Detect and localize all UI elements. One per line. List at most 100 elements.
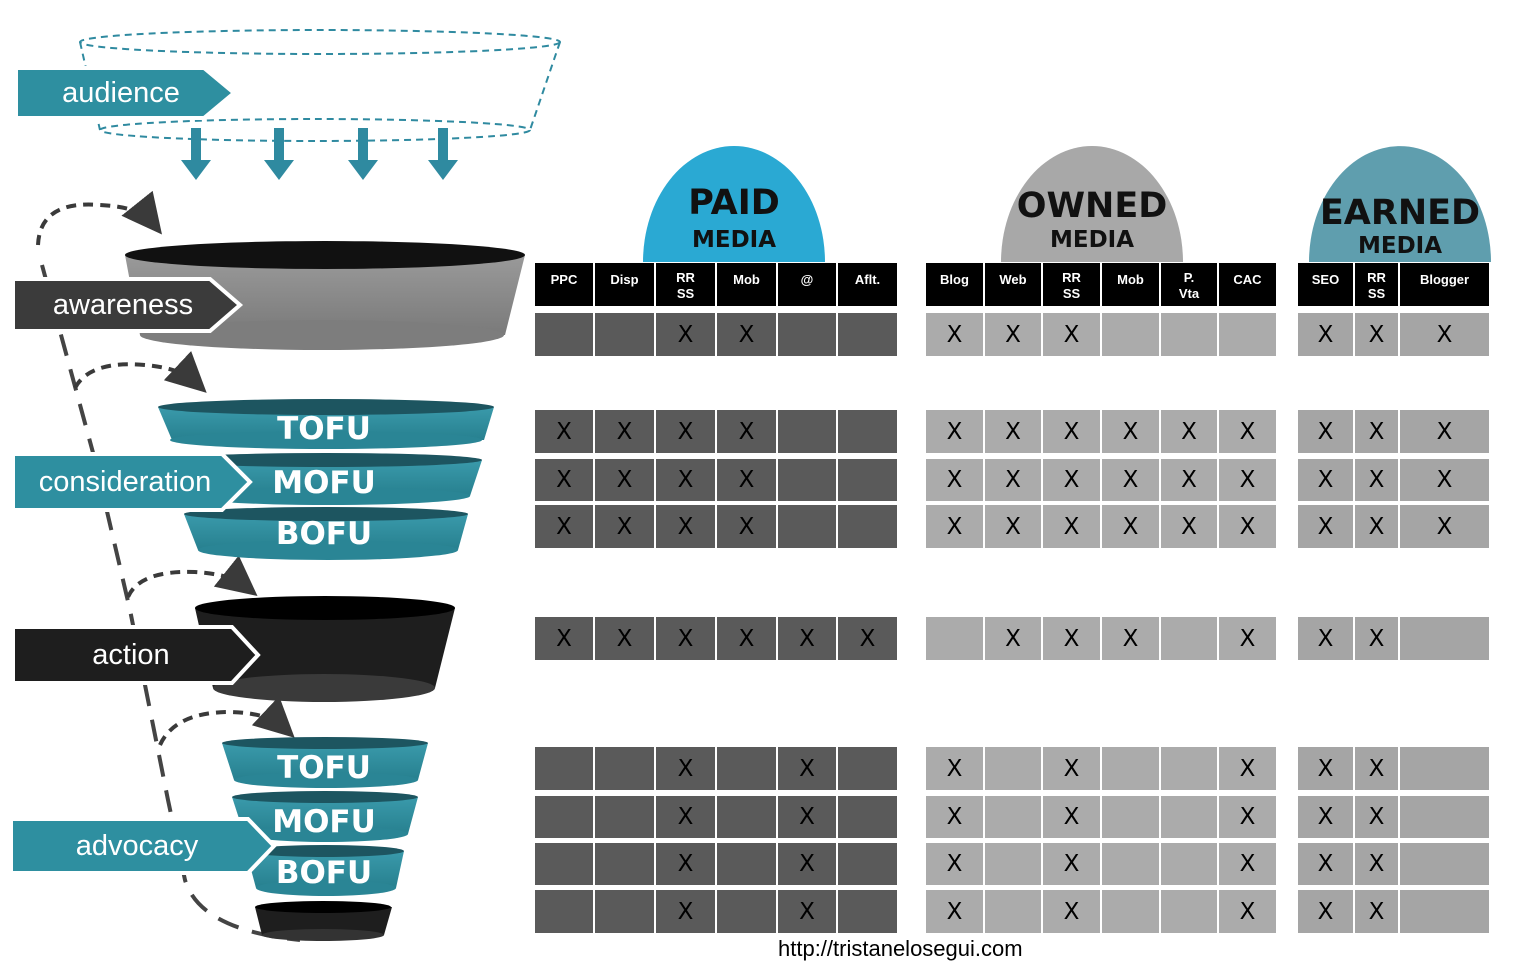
matrix-cell-paid (838, 313, 897, 356)
matrix-cell-earned: X (1400, 313, 1489, 356)
matrix-cell-earned: X (1355, 617, 1398, 660)
matrix-cell-paid: X (595, 459, 654, 501)
matrix-cell-earned (1400, 796, 1489, 838)
stage-label-consideration: consideration (10, 450, 254, 514)
matrix-cell-earned: X (1355, 459, 1398, 501)
column-header-paid-2: RR SS (656, 263, 715, 306)
column-header-paid-1: Disp (595, 263, 654, 306)
paid-circle (643, 146, 825, 262)
matrix-cell-paid (778, 410, 836, 453)
paid-subtitle: MEDIA (691, 227, 777, 253)
matrix-cell-paid: X (778, 617, 836, 660)
matrix-cell-paid: X (778, 796, 836, 838)
advocacy-funnel (222, 737, 428, 941)
stage-audience-text: audience (62, 76, 180, 109)
matrix-cell-owned (985, 747, 1041, 790)
matrix-cell-owned: X (985, 410, 1041, 453)
owned-subtitle: MEDIA (1049, 227, 1135, 253)
matrix-cell-earned: X (1355, 505, 1398, 548)
consideration-bofu-label: BOFU (275, 516, 373, 552)
matrix-cell-owned (1102, 843, 1159, 885)
matrix-cell-owned: X (926, 890, 983, 933)
matrix-cell-owned (1102, 796, 1159, 838)
matrix-cell-earned: X (1355, 747, 1398, 790)
matrix-cell-earned: X (1298, 747, 1353, 790)
matrix-cell-owned (1102, 747, 1159, 790)
matrix-cell-paid (595, 796, 654, 838)
action-funnel (195, 596, 455, 702)
matrix-cell-paid: X (717, 617, 776, 660)
matrix-cell-owned: X (985, 617, 1041, 660)
matrix-cell-paid: X (656, 617, 715, 660)
paid-title: PAID (688, 183, 780, 223)
matrix-cell-owned: X (926, 843, 983, 885)
matrix-cell-paid (595, 843, 654, 885)
stage-label-action: action (10, 623, 262, 687)
matrix-cell-paid: X (535, 505, 593, 548)
matrix-cell-owned: X (1219, 459, 1276, 501)
matrix-cell-owned (1219, 313, 1276, 356)
matrix-cell-owned: X (1219, 410, 1276, 453)
matrix-cell-owned: X (1161, 459, 1217, 501)
matrix-cell-earned: X (1355, 890, 1398, 933)
column-header-paid-0: PPC (535, 263, 593, 306)
matrix-cell-paid (535, 747, 593, 790)
matrix-cell-paid: X (535, 459, 593, 501)
matrix-cell-paid (838, 505, 897, 548)
column-header-paid-4: @ (778, 263, 836, 306)
matrix-cell-paid (717, 890, 776, 933)
consideration-funnel (158, 399, 494, 560)
matrix-cell-paid: X (717, 313, 776, 356)
matrix-cell-earned: X (1298, 617, 1353, 660)
matrix-cell-paid: X (838, 617, 897, 660)
matrix-cell-owned (1161, 796, 1217, 838)
matrix-cell-owned (1102, 890, 1159, 933)
matrix-cell-owned: X (926, 796, 983, 838)
matrix-cell-owned: X (1102, 505, 1159, 548)
column-header-earned-2: Blogger (1400, 263, 1489, 306)
matrix-cell-paid (838, 747, 897, 790)
matrix-cell-paid (838, 410, 897, 453)
matrix-cell-paid: X (595, 410, 654, 453)
consideration-mofu-label: MOFU (272, 465, 376, 501)
stage-awareness-text: awareness (52, 288, 194, 321)
curved-arrow-icon (158, 696, 295, 746)
matrix-cell-owned (1161, 747, 1217, 790)
matrix-cell-paid: X (656, 796, 715, 838)
column-header-paid-3: Mob (717, 263, 776, 306)
matrix-cell-owned: X (1219, 843, 1276, 885)
matrix-cell-paid: X (595, 617, 654, 660)
column-header-owned-4: P. Vta (1161, 263, 1217, 306)
audience-top-ellipse (79, 29, 561, 55)
matrix-cell-owned: X (1043, 459, 1100, 501)
matrix-cell-owned: X (1219, 796, 1276, 838)
matrix-cell-owned: X (1219, 617, 1276, 660)
matrix-cell-paid: X (717, 505, 776, 548)
stage-label-advocacy: advocacy (8, 815, 278, 877)
column-header-paid-5: Aflt. (838, 263, 897, 306)
consideration-tofu-label: TOFU (277, 411, 371, 447)
matrix-cell-owned: X (1219, 747, 1276, 790)
matrix-cell-paid (535, 890, 593, 933)
matrix-cell-earned: X (1298, 459, 1353, 501)
matrix-cell-owned: X (1219, 505, 1276, 548)
matrix-cell-paid (838, 459, 897, 501)
matrix-cell-earned (1400, 747, 1489, 790)
stage-label-audience: audience (12, 64, 240, 122)
matrix-cell-earned: X (1400, 410, 1489, 453)
matrix-cell-paid (778, 313, 836, 356)
matrix-cell-earned: X (1400, 459, 1489, 501)
matrix-cell-paid: X (656, 843, 715, 885)
matrix-cell-paid: X (717, 410, 776, 453)
matrix-cell-owned (985, 796, 1041, 838)
matrix-cell-paid (717, 796, 776, 838)
earned-title: EARNED (1319, 193, 1481, 233)
matrix-cell-owned: X (1102, 410, 1159, 453)
matrix-cell-owned: X (1102, 459, 1159, 501)
matrix-cell-paid: X (656, 410, 715, 453)
down-arrow-icon (264, 128, 294, 180)
matrix-cell-paid: X (656, 747, 715, 790)
matrix-cell-owned (985, 890, 1041, 933)
matrix-cell-earned: X (1298, 505, 1353, 548)
